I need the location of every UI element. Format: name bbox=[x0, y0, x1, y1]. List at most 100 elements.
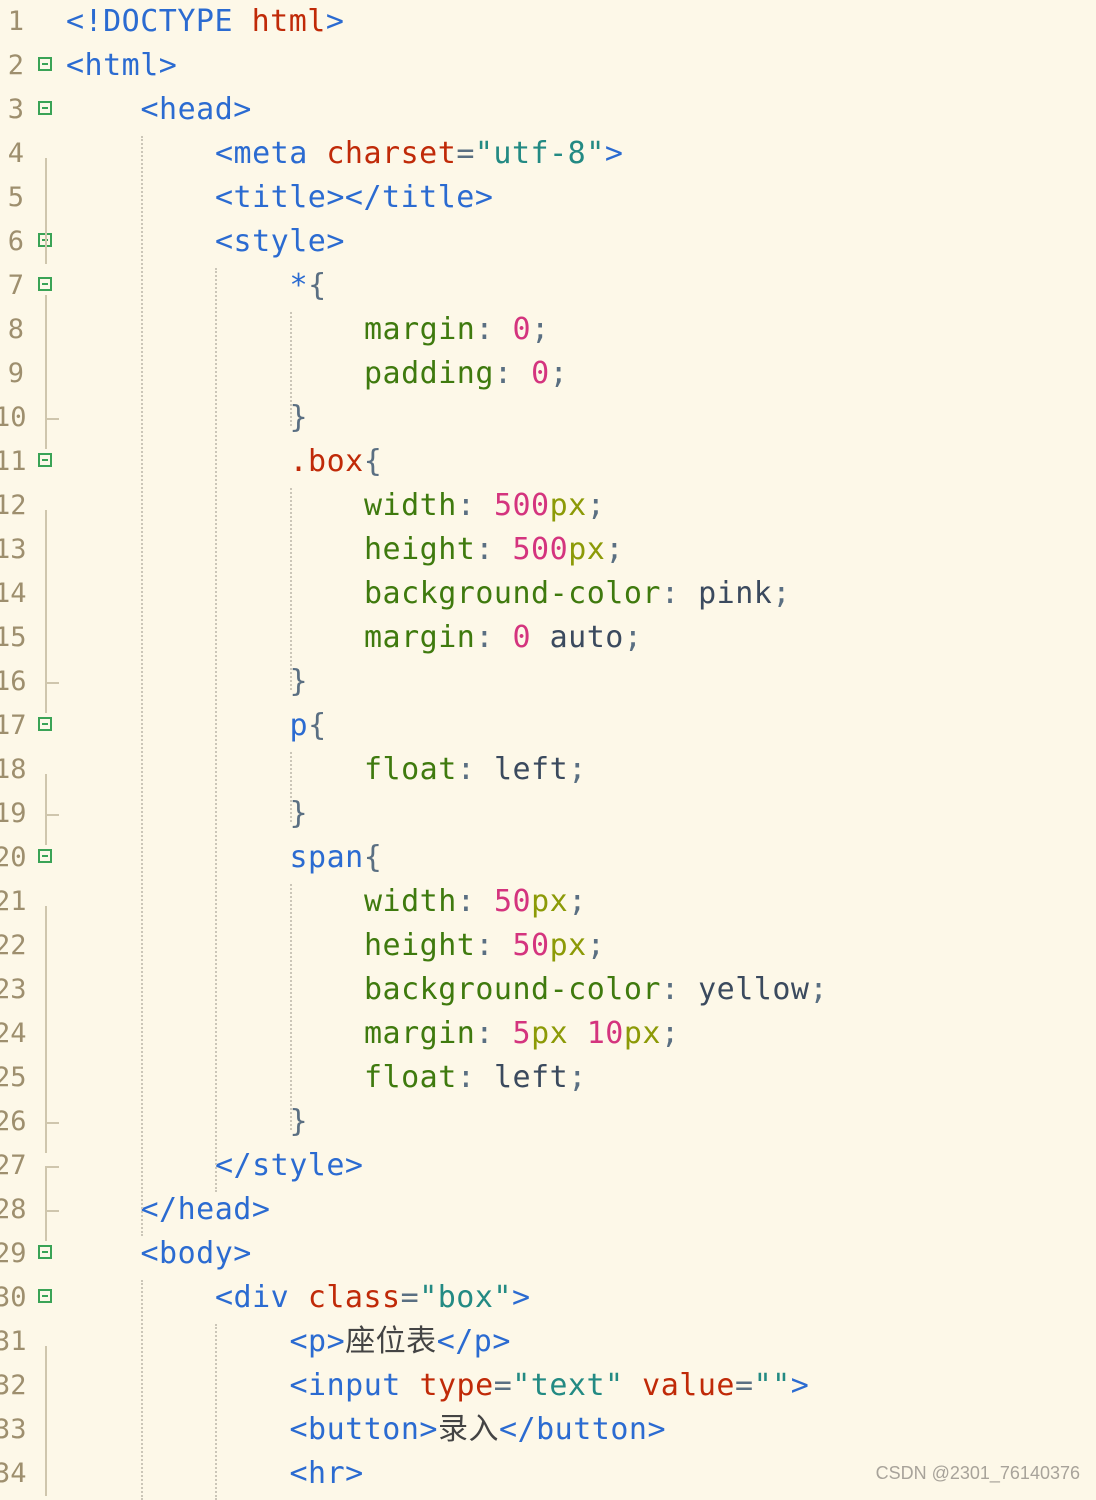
token-val: yellow bbox=[698, 972, 810, 1007]
fold-collapse-icon[interactable] bbox=[38, 57, 52, 71]
code-line[interactable]: 11.box{ bbox=[0, 440, 1096, 484]
token-prop: height bbox=[364, 928, 476, 963]
code-line[interactable]: 34<hr> bbox=[0, 1452, 1096, 1496]
line-number: 6 bbox=[7, 226, 24, 257]
code-text: *{ bbox=[290, 264, 327, 308]
code-text: <title></title> bbox=[215, 176, 493, 220]
token-punc: } bbox=[289, 1104, 309, 1139]
code-line[interactable]: 19} bbox=[0, 792, 1096, 836]
line-number: 33 bbox=[0, 1414, 27, 1445]
code-text: float: left; bbox=[364, 1056, 587, 1100]
fold-collapse-icon[interactable] bbox=[38, 1245, 52, 1259]
token-prop: height bbox=[364, 532, 476, 567]
fold-end-tick bbox=[45, 682, 59, 684]
token-tag: <div bbox=[215, 1280, 308, 1315]
code-text: margin: 0 auto; bbox=[364, 616, 642, 660]
code-line[interactable]: 29<body> bbox=[0, 1232, 1096, 1276]
line-number: 25 bbox=[0, 1062, 27, 1093]
token-tag: </style> bbox=[215, 1148, 364, 1183]
token-punc: ; bbox=[809, 972, 829, 1007]
token-prop: background-color bbox=[364, 972, 661, 1007]
fold-collapse-icon[interactable] bbox=[38, 849, 52, 863]
token-punc: : bbox=[475, 928, 513, 963]
code-text: <head> bbox=[141, 88, 252, 132]
token-prop: margin bbox=[364, 312, 476, 347]
code-line[interactable]: 4<meta charset="utf-8"> bbox=[0, 132, 1096, 176]
code-line[interactable]: 3<head> bbox=[0, 88, 1096, 132]
token-attr: type bbox=[419, 1368, 494, 1403]
code-line[interactable]: 25 float: left; bbox=[0, 1056, 1096, 1100]
line-number: 19 bbox=[0, 798, 27, 829]
watermark: CSDN @2301_76140376 bbox=[875, 1463, 1080, 1483]
fold-collapse-icon[interactable] bbox=[38, 717, 52, 731]
token-punc: ; bbox=[568, 1060, 587, 1095]
token-punc: = bbox=[456, 136, 475, 171]
code-line[interactable]: 2<html> bbox=[0, 44, 1096, 88]
code-text: <p>座位表</p> bbox=[290, 1320, 511, 1364]
fold-collapse-icon[interactable] bbox=[38, 1289, 52, 1303]
token-tag: p bbox=[289, 708, 309, 743]
indent-guide bbox=[215, 268, 217, 1192]
code-text: } bbox=[290, 660, 309, 704]
code-line[interactable]: 6<style> bbox=[0, 220, 1096, 264]
line-number: 20 bbox=[0, 842, 27, 873]
code-text: p{ bbox=[290, 704, 327, 748]
fold-end-tick bbox=[45, 1210, 59, 1212]
fold-collapse-icon[interactable] bbox=[38, 277, 52, 291]
token-tag: </p> bbox=[436, 1324, 511, 1359]
code-text: width: 500px; bbox=[364, 484, 605, 528]
code-line[interactable]: 33<button>录入</button> bbox=[0, 1408, 1096, 1452]
token-tag: > bbox=[604, 136, 624, 171]
token-punc: : bbox=[456, 752, 494, 787]
code-line[interactable]: 5<title></title> bbox=[0, 176, 1096, 220]
indent-guide bbox=[290, 884, 292, 1131]
token-num: 0 bbox=[531, 356, 550, 391]
token-val: left bbox=[493, 752, 569, 787]
code-line[interactable]: 32<input type="text" value=""> bbox=[0, 1364, 1096, 1408]
token-unit: px bbox=[549, 928, 587, 963]
token-punc: = bbox=[735, 1368, 754, 1403]
token-tag: <!DOCTYPE bbox=[66, 4, 252, 39]
code-line[interactable]: 26} bbox=[0, 1100, 1096, 1144]
line-number: 30 bbox=[0, 1282, 27, 1313]
code-text: background-color: yellow; bbox=[364, 968, 828, 1012]
token-punc: : bbox=[456, 884, 494, 919]
token-val: auto bbox=[531, 620, 624, 655]
token-punc: { bbox=[308, 708, 327, 743]
fold-range-line bbox=[45, 774, 47, 845]
code-line[interactable]: 27</style> bbox=[0, 1144, 1096, 1188]
code-text: margin: 5px 10px; bbox=[364, 1012, 680, 1056]
fold-collapse-icon[interactable] bbox=[38, 101, 52, 115]
code-line[interactable]: 7*{ bbox=[0, 264, 1096, 308]
code-line[interactable]: 31<p>座位表</p> bbox=[0, 1320, 1096, 1364]
code-line[interactable]: 10} bbox=[0, 396, 1096, 440]
token-text-cn: 录入 bbox=[438, 1412, 499, 1447]
line-number: 9 bbox=[7, 358, 24, 389]
token-str: "utf-8" bbox=[474, 136, 605, 171]
code-line[interactable]: 16} bbox=[0, 660, 1096, 704]
token-punc: { bbox=[308, 268, 327, 303]
code-line[interactable]: 1<!DOCTYPE html> bbox=[0, 0, 1096, 44]
token-num: 500 bbox=[493, 488, 550, 523]
code-line[interactable]: 30<div class="box"> bbox=[0, 1276, 1096, 1320]
fold-collapse-icon[interactable] bbox=[38, 453, 52, 467]
line-number: 8 bbox=[7, 314, 24, 345]
indent-guide bbox=[141, 136, 143, 1236]
code-line[interactable]: 28</head> bbox=[0, 1188, 1096, 1232]
indent-guide bbox=[290, 752, 292, 823]
token-punc: : bbox=[660, 972, 699, 1007]
